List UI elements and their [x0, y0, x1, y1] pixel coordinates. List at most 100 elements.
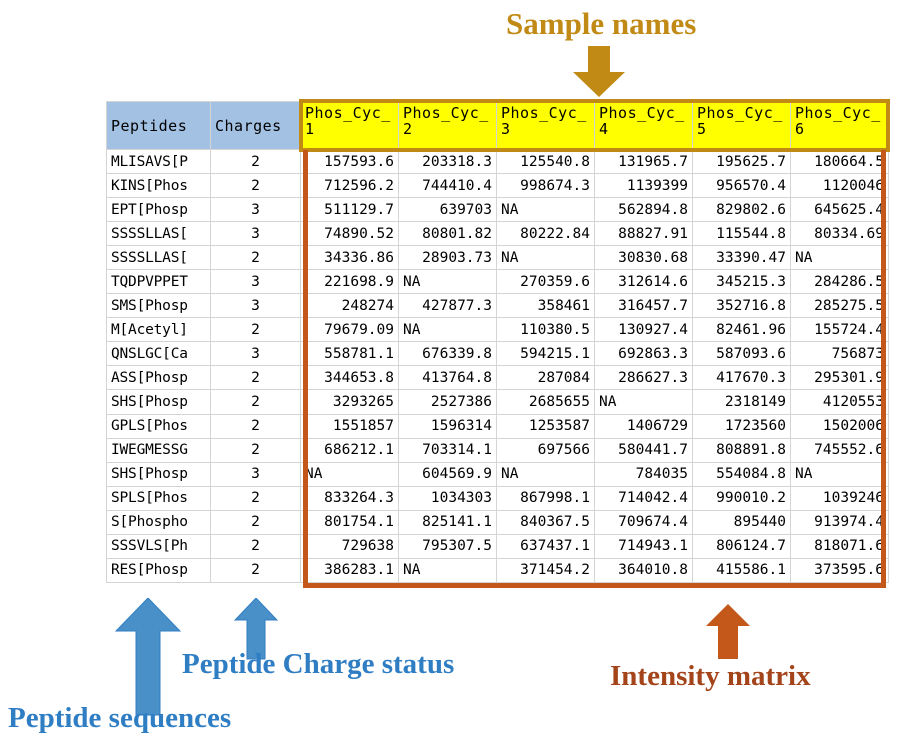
cell-charge[interactable]: 3	[210, 197, 301, 223]
cell-intensity[interactable]: 840367.5	[496, 509, 595, 535]
cell-peptide[interactable]: RES[Phosp	[106, 557, 211, 584]
cell-intensity[interactable]: 115544.8	[692, 221, 791, 247]
cell-intensity[interactable]: 2685655	[496, 389, 595, 415]
cell-intensity[interactable]: 157593.6	[300, 148, 399, 175]
cell-intensity[interactable]: 895440	[692, 509, 791, 535]
cell-peptide[interactable]: GPLS[Phos	[106, 413, 211, 439]
cell-intensity[interactable]: 712596.2	[300, 173, 399, 199]
cell-intensity[interactable]: 562894.8	[594, 197, 693, 223]
cell-intensity[interactable]: 511129.7	[300, 197, 399, 223]
cell-intensity[interactable]: 829802.6	[692, 197, 791, 223]
cell-intensity[interactable]: 1139399	[594, 173, 693, 199]
cell-charge[interactable]: 2	[210, 317, 301, 343]
cell-intensity[interactable]: 203318.3	[398, 148, 497, 175]
cell-intensity[interactable]: 808891.8	[692, 437, 791, 463]
cell-intensity[interactable]: 28903.73	[398, 245, 497, 271]
cell-intensity[interactable]: 806124.7	[692, 533, 791, 559]
cell-intensity[interactable]: 913974.4	[790, 509, 889, 535]
cell-intensity[interactable]: 554084.8	[692, 461, 791, 487]
cell-intensity[interactable]: 744410.4	[398, 173, 497, 199]
cell-intensity[interactable]: 110380.5	[496, 317, 595, 343]
cell-intensity[interactable]: 594215.1	[496, 341, 595, 367]
cell-intensity[interactable]: 34336.86	[300, 245, 399, 271]
peptide-intensity-table[interactable]: Peptides Charges Phos_Cyc_1 Phos_Cyc_2 P…	[106, 101, 889, 584]
column-header-charges[interactable]: Charges	[210, 101, 301, 150]
cell-intensity[interactable]: 784035	[594, 461, 693, 487]
cell-intensity[interactable]: NA	[398, 317, 497, 343]
cell-intensity[interactable]: 80801.82	[398, 221, 497, 247]
cell-charge[interactable]: 3	[210, 221, 301, 247]
cell-charge[interactable]: 2	[210, 485, 301, 511]
cell-intensity[interactable]: 80334.69	[790, 221, 889, 247]
cell-intensity[interactable]: 82461.96	[692, 317, 791, 343]
cell-peptide[interactable]: SSSSLLAS[	[106, 221, 211, 247]
cell-intensity[interactable]: 756873	[790, 341, 889, 367]
cell-intensity[interactable]: 998674.3	[496, 173, 595, 199]
cell-intensity[interactable]: 558781.1	[300, 341, 399, 367]
cell-charge[interactable]: 2	[210, 365, 301, 391]
cell-intensity[interactable]: 692863.3	[594, 341, 693, 367]
cell-intensity[interactable]: 1502006	[790, 413, 889, 439]
cell-intensity[interactable]: 74890.52	[300, 221, 399, 247]
cell-intensity[interactable]: 284286.5	[790, 269, 889, 295]
column-header-phos-cyc-3[interactable]: Phos_Cyc_3	[496, 101, 595, 150]
cell-intensity[interactable]: 714042.4	[594, 485, 693, 511]
cell-peptide[interactable]: SPLS[Phos	[106, 485, 211, 511]
cell-intensity[interactable]: 345215.3	[692, 269, 791, 295]
cell-intensity[interactable]: 697566	[496, 437, 595, 463]
cell-intensity[interactable]: 714943.1	[594, 533, 693, 559]
cell-intensity[interactable]: 221698.9	[300, 269, 399, 295]
cell-charge[interactable]: 2	[210, 509, 301, 535]
column-header-phos-cyc-4[interactable]: Phos_Cyc_4	[594, 101, 693, 150]
cell-intensity[interactable]: 312614.6	[594, 269, 693, 295]
cell-intensity[interactable]: 1039246	[790, 485, 889, 511]
column-header-phos-cyc-1[interactable]: Phos_Cyc_1	[300, 101, 399, 150]
cell-intensity[interactable]: 645625.4	[790, 197, 889, 223]
cell-intensity[interactable]: NA	[300, 461, 399, 487]
cell-intensity[interactable]: 358461	[496, 293, 595, 319]
cell-intensity[interactable]: NA	[496, 245, 595, 271]
cell-intensity[interactable]: 270359.6	[496, 269, 595, 295]
cell-peptide[interactable]: SSSVLS[Ph	[106, 533, 211, 559]
cell-intensity[interactable]: 686212.1	[300, 437, 399, 463]
cell-intensity[interactable]: 1406729	[594, 413, 693, 439]
cell-intensity[interactable]: 3293265	[300, 389, 399, 415]
cell-charge[interactable]: 3	[210, 269, 301, 295]
cell-intensity[interactable]: 125540.8	[496, 148, 595, 175]
cell-peptide[interactable]: TQDPVPPET	[106, 269, 211, 295]
cell-intensity[interactable]: 415586.1	[692, 557, 791, 584]
cell-charge[interactable]: 2	[210, 173, 301, 199]
cell-intensity[interactable]: 1034303	[398, 485, 497, 511]
cell-intensity[interactable]: 833264.3	[300, 485, 399, 511]
cell-intensity[interactable]: 2527386	[398, 389, 497, 415]
cell-intensity[interactable]: 80222.84	[496, 221, 595, 247]
cell-intensity[interactable]: 1723560	[692, 413, 791, 439]
cell-charge[interactable]: 3	[210, 461, 301, 487]
cell-intensity[interactable]: 79679.09	[300, 317, 399, 343]
cell-intensity[interactable]: 676339.8	[398, 341, 497, 367]
cell-intensity[interactable]: 709674.4	[594, 509, 693, 535]
cell-intensity[interactable]: NA	[398, 269, 497, 295]
cell-intensity[interactable]: NA	[496, 197, 595, 223]
cell-peptide[interactable]: S[Phospho	[106, 509, 211, 535]
cell-intensity[interactable]: 1253587	[496, 413, 595, 439]
cell-charge[interactable]: 2	[210, 413, 301, 439]
cell-intensity[interactable]: 155724.4	[790, 317, 889, 343]
cell-intensity[interactable]: 867998.1	[496, 485, 595, 511]
cell-intensity[interactable]: 248274	[300, 293, 399, 319]
cell-intensity[interactable]: 427877.3	[398, 293, 497, 319]
cell-charge[interactable]: 3	[210, 293, 301, 319]
cell-intensity[interactable]: 801754.1	[300, 509, 399, 535]
cell-intensity[interactable]: 195625.7	[692, 148, 791, 175]
cell-intensity[interactable]: 795307.5	[398, 533, 497, 559]
cell-intensity[interactable]: 371454.2	[496, 557, 595, 584]
cell-intensity[interactable]: 825141.1	[398, 509, 497, 535]
cell-peptide[interactable]: SHS[Phosp	[106, 461, 211, 487]
cell-intensity[interactable]: 1551857	[300, 413, 399, 439]
cell-intensity[interactable]: 4120553	[790, 389, 889, 415]
column-header-phos-cyc-6[interactable]: Phos_Cyc_6	[790, 101, 889, 150]
cell-intensity[interactable]: 364010.8	[594, 557, 693, 584]
cell-intensity[interactable]: 729638	[300, 533, 399, 559]
cell-intensity[interactable]: 587093.6	[692, 341, 791, 367]
cell-intensity[interactable]: 604569.9	[398, 461, 497, 487]
